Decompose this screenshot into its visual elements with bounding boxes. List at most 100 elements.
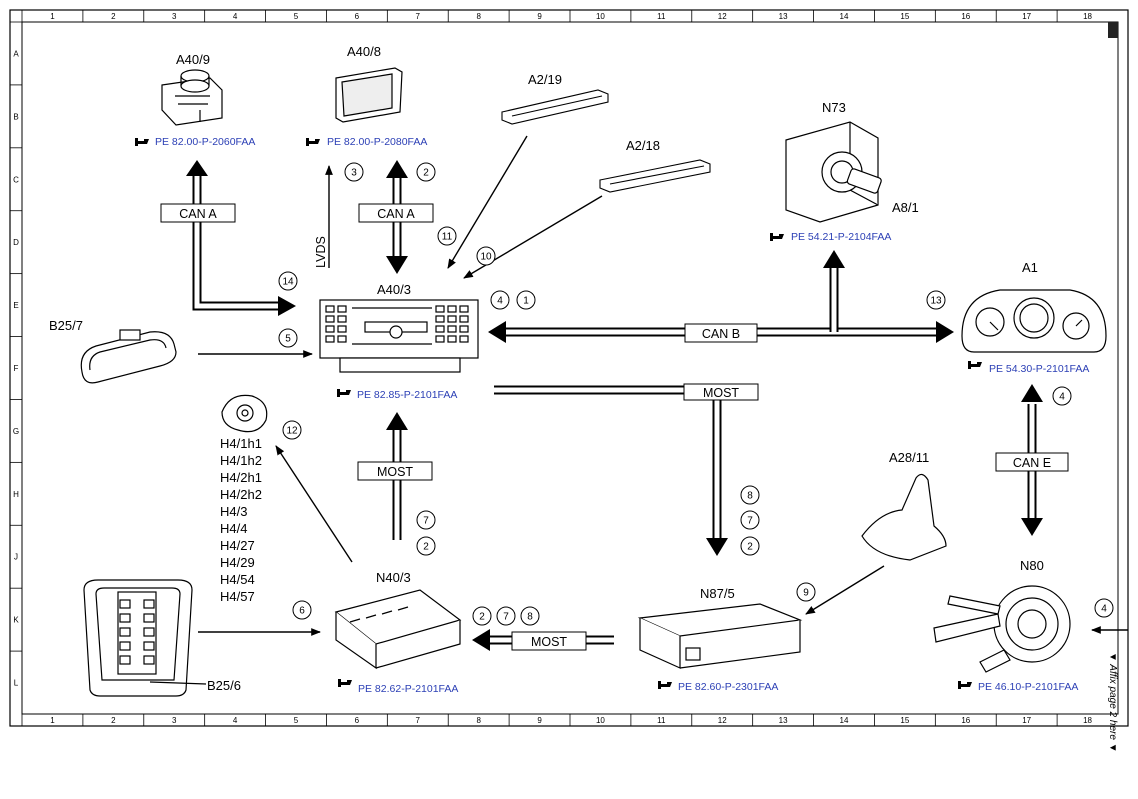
a40-3-head-unit-drawing <box>319 299 479 373</box>
svg-text:2: 2 <box>423 542 429 553</box>
callout-marker: 8 <box>520 606 540 626</box>
svg-text:11: 11 <box>442 232 453 243</box>
a8-1-label: A8/1 <box>892 200 919 215</box>
bus-label-can-a-right: CAN A <box>358 203 434 223</box>
grid-column-label: 10 <box>596 716 605 725</box>
reference-hand-icon <box>968 361 982 369</box>
b25-7-label: B25/7 <box>49 318 83 333</box>
a1-reference-link[interactable]: PE 54.30-P-2101FAA <box>989 363 1089 375</box>
grid-row-label: C <box>13 175 19 184</box>
n80-steering-module-drawing <box>933 585 1071 673</box>
grid-column-label: 14 <box>840 12 849 21</box>
grid-row-label: G <box>13 427 19 436</box>
frame-outer <box>9 9 1129 727</box>
b25-6-label: B25/6 <box>207 678 241 693</box>
svg-text:4: 4 <box>1101 604 1107 615</box>
a2-18-label: A2/18 <box>626 138 660 153</box>
grid-column-label: 4 <box>233 12 238 21</box>
svg-text:MOST: MOST <box>377 465 413 479</box>
h4-label: H4/4 <box>220 521 247 536</box>
grid-column-label: 10 <box>596 12 605 21</box>
svg-text:CAN A: CAN A <box>377 207 415 221</box>
grid-row-label: L <box>14 679 19 688</box>
n80-reference-link[interactable]: PE 46.10-P-2101FAA <box>978 681 1078 693</box>
svg-text:8: 8 <box>747 491 753 502</box>
svg-text:9: 9 <box>803 588 809 599</box>
svg-text:14: 14 <box>282 277 294 288</box>
svg-text:8: 8 <box>527 612 533 623</box>
callout-marker: 9 <box>796 582 816 602</box>
h4-label: H4/2h1 <box>220 470 262 485</box>
svg-text:5: 5 <box>285 334 291 345</box>
h4-speaker-drawing <box>221 394 268 433</box>
callout-marker: 2 <box>416 536 436 556</box>
svg-text:MOST: MOST <box>531 635 567 649</box>
svg-text:CAN E: CAN E <box>1013 456 1051 470</box>
svg-text:MOST: MOST <box>703 386 739 400</box>
reference-hand-icon <box>958 681 972 689</box>
callout-marker: 13 <box>926 290 946 310</box>
grid-column-label: 13 <box>779 716 788 725</box>
grid-column-label: 6 <box>355 12 360 21</box>
h4-label: H4/57 <box>220 589 255 604</box>
grid-column-label: 16 <box>961 12 970 21</box>
grid-column-label: 5 <box>294 716 299 725</box>
bus-label-can-b: CAN B <box>684 323 758 343</box>
svg-text:6: 6 <box>299 606 305 617</box>
svg-text:7: 7 <box>503 612 509 623</box>
grid-column-label: 18 <box>1083 12 1092 21</box>
callout-marker: 10 <box>476 246 496 266</box>
grid-row-label: D <box>13 238 19 247</box>
callout-marker: 11 <box>437 226 457 246</box>
grid-row-label: B <box>13 112 18 121</box>
callout-marker: 4 <box>1094 598 1114 618</box>
a2-19-label: A2/19 <box>528 72 562 87</box>
bus-label-most-right: MOST <box>683 383 759 401</box>
a40-3-reference-link[interactable]: PE 82.85-P-2101FAA <box>357 389 457 401</box>
n73-label: N73 <box>822 100 846 115</box>
a40-8-reference-link[interactable]: PE 82.00-P-2080FAA <box>327 136 427 148</box>
bus-label-can-a-left: CAN A <box>160 203 236 223</box>
svg-text:CAN B: CAN B <box>702 327 740 341</box>
callout-marker: 4 <box>490 290 510 310</box>
n40-3-reference-link[interactable]: PE 82.62-P-2101FAA <box>358 683 458 695</box>
callout-marker: 8 <box>740 485 760 505</box>
h4-label: H4/3 <box>220 504 247 519</box>
reference-hand-icon <box>338 679 352 687</box>
grid-row-label: F <box>14 364 19 373</box>
svg-text:4: 4 <box>497 296 503 307</box>
grid-column-label: 9 <box>537 716 542 725</box>
svg-text:2: 2 <box>423 168 429 179</box>
grid-row-label: K <box>13 616 19 625</box>
grid-column-label: 4 <box>233 716 238 725</box>
callout-marker: 5 <box>278 328 298 348</box>
callout-marker: 6 <box>292 600 312 620</box>
n87-5-module-drawing <box>637 603 803 669</box>
n87-5-reference-link[interactable]: PE 82.60-P-2301FAA <box>678 681 778 693</box>
a40-3-label: A40/3 <box>377 282 411 297</box>
n73-reference-link[interactable]: PE 54.21-P-2104FAA <box>791 231 891 243</box>
a40-9-reference-link[interactable]: PE 82.00-P-2060FAA <box>155 136 255 148</box>
grid-column-label: 14 <box>840 716 849 725</box>
svg-text:3: 3 <box>351 168 357 179</box>
grid-column-label: 2 <box>111 12 116 21</box>
a40-8-label: A40/8 <box>347 44 381 59</box>
a1-instrument-cluster-drawing <box>961 289 1107 353</box>
b25-7-mirror-drawing <box>80 329 177 384</box>
corner-tab <box>1108 22 1118 38</box>
h4-label: H4/54 <box>220 572 255 587</box>
n73-ignition-switch-drawing <box>785 121 882 223</box>
callout-marker: 7 <box>740 510 760 530</box>
svg-text:2: 2 <box>747 542 753 553</box>
grid-column-label: 8 <box>476 12 481 21</box>
grid-column-label: 17 <box>1022 716 1031 725</box>
callout-marker: 14 <box>278 271 298 291</box>
svg-text:13: 13 <box>930 296 942 307</box>
affix-page-note: ▼ Affix page 2 here ▼ <box>1107 652 1118 753</box>
grid-column-label: 11 <box>657 12 666 21</box>
grid-column-label: 16 <box>961 716 970 725</box>
svg-text:7: 7 <box>747 516 753 527</box>
